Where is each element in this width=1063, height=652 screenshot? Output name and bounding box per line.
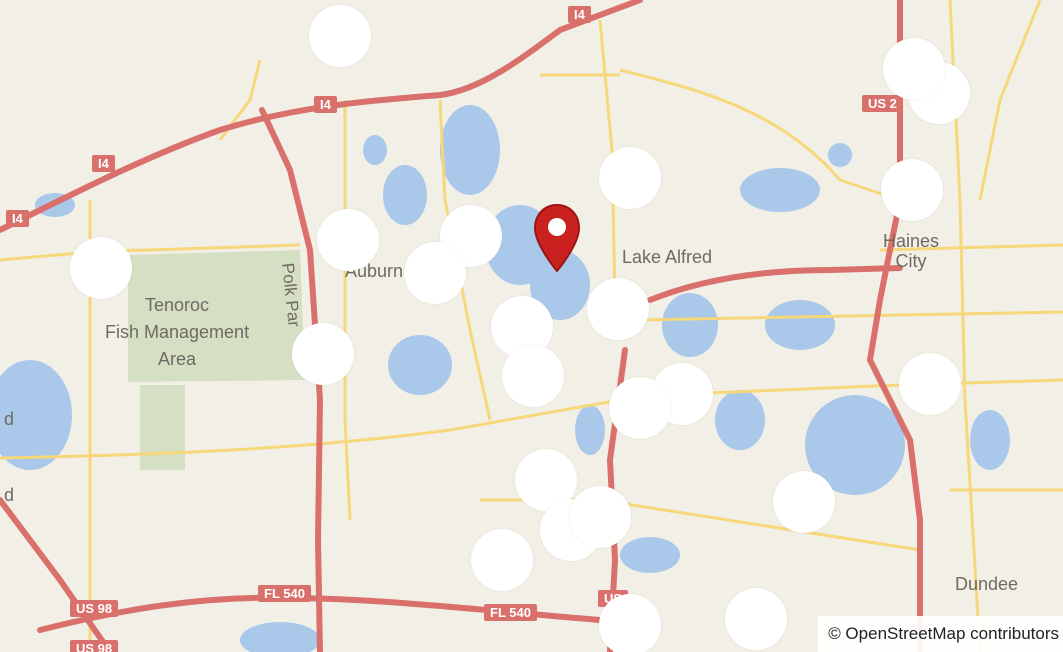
map-marker[interactable] <box>773 471 835 533</box>
place-tenoroc: Tenoroc Fish Management Area <box>105 295 250 369</box>
shield-i4-top: I4 <box>568 6 591 23</box>
map-marker[interactable] <box>881 159 943 221</box>
map-marker[interactable] <box>883 38 945 100</box>
map-marker[interactable] <box>599 147 661 209</box>
map-marker[interactable] <box>587 278 649 340</box>
shield-us-bottom: US 98 <box>70 640 119 652</box>
shield-i4-mid: I4 <box>314 96 337 113</box>
tenoroc-park-area <box>128 250 305 382</box>
map-marker[interactable] <box>725 588 787 650</box>
place-edge-left: d <box>4 409 15 429</box>
map-marker[interactable] <box>599 594 661 652</box>
map-marker[interactable] <box>309 5 371 67</box>
place-haines-city: Haines City <box>883 231 940 271</box>
shield-fl540-left: FL 540 <box>258 585 311 602</box>
shield-i4-edge: I4 <box>6 210 29 227</box>
lakes <box>0 105 1010 652</box>
place-lake-alfred: Lake Alfred <box>622 247 713 267</box>
map-marker[interactable] <box>70 237 132 299</box>
shield-i4-left: I4 <box>92 155 115 172</box>
shield-us27: US 2 <box>862 95 903 112</box>
map-marker[interactable] <box>317 209 379 271</box>
map-marker[interactable] <box>471 529 533 591</box>
place-edge-left-2: d <box>4 485 15 505</box>
map-marker[interactable] <box>899 353 961 415</box>
park-patch <box>140 385 185 470</box>
map-marker[interactable] <box>404 242 466 304</box>
map-marker[interactable] <box>569 486 631 548</box>
map-pin-icon-graphic <box>533 203 581 273</box>
map-attribution: © OpenStreetMap contributors <box>818 616 1063 652</box>
map-marker[interactable] <box>609 377 671 439</box>
shield-us98: US 98 <box>70 600 119 617</box>
map-marker[interactable] <box>502 345 564 407</box>
map-marker[interactable] <box>292 323 354 385</box>
map-pin-icon[interactable] <box>533 203 581 273</box>
place-dundee: Dundee <box>955 574 1019 594</box>
shield-fl540-right: FL 540 <box>484 604 537 621</box>
